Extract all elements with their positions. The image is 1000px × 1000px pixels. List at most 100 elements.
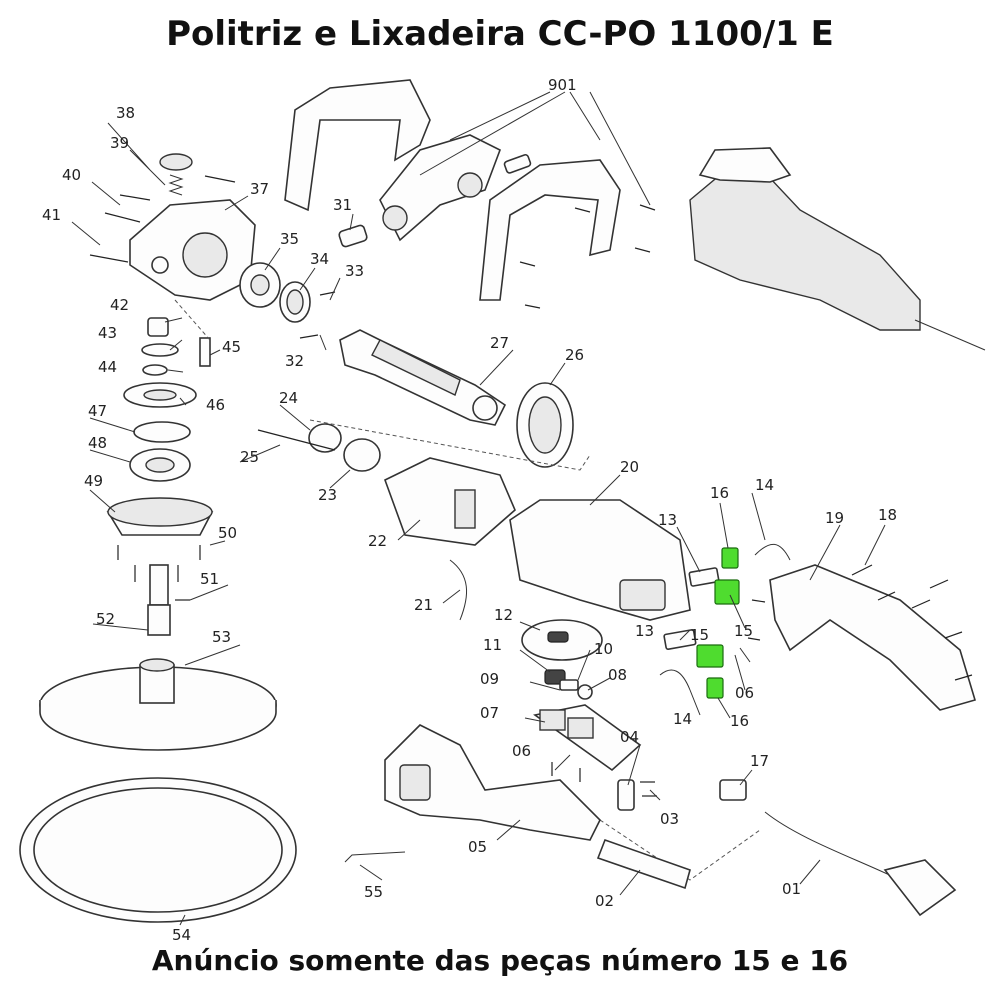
- label-20: 20: [620, 458, 639, 476]
- label-03: 03: [660, 810, 679, 828]
- label-09: 09: [480, 670, 499, 688]
- screws-901: [519, 204, 656, 309]
- cable-clamp-04: [617, 779, 635, 811]
- label-06a: 06: [735, 684, 754, 702]
- label-18: 18: [878, 506, 897, 524]
- carbon-brush-15b: [696, 644, 724, 668]
- motor-housing-20: [509, 499, 691, 621]
- label-15b: 15: [690, 626, 709, 644]
- stator-22: [384, 457, 516, 546]
- dashed-assembly-lines: [174, 299, 761, 881]
- label-02: 02: [595, 892, 614, 910]
- label-43: 43: [98, 324, 117, 342]
- label-35: 35: [280, 230, 299, 248]
- label-27: 27: [490, 334, 509, 352]
- label-33: 33: [345, 262, 364, 280]
- label-23: 23: [318, 486, 337, 504]
- screws-40-41: [89, 175, 236, 263]
- wire-21: [449, 559, 468, 621]
- label-14a: 14: [755, 476, 774, 494]
- label-51: 51: [200, 570, 219, 588]
- polishing-disc-54: [19, 777, 297, 923]
- button-38-39: [159, 153, 193, 196]
- label-08: 08: [608, 666, 627, 684]
- spring-14b: [659, 669, 691, 691]
- connector-17: [719, 779, 747, 801]
- label-41: 41: [42, 206, 61, 224]
- switch-board-07: [533, 704, 642, 772]
- label-17: 17: [750, 752, 769, 770]
- label-38: 38: [116, 104, 135, 122]
- label-39: 39: [110, 134, 129, 152]
- label-40: 40: [62, 166, 81, 184]
- label-48: 48: [88, 434, 107, 452]
- label-06b: 06: [512, 742, 531, 760]
- label-32: 32: [285, 352, 304, 370]
- label-31: 31: [333, 196, 352, 214]
- label-26: 26: [565, 346, 584, 364]
- diagram-title: Politriz e Lixadeira CC-PO 1100/1 E: [166, 14, 834, 54]
- part-labels: 901 38 39 40 41 37 35 34 33 31 32 42 43 …: [42, 76, 897, 944]
- bearings-23-24-25: [257, 423, 381, 472]
- rear-handle-19: [769, 564, 976, 711]
- label-14b: 14: [673, 710, 692, 728]
- label-55: 55: [364, 883, 383, 901]
- fan-26: [516, 382, 574, 468]
- handle-901-a: [284, 79, 431, 212]
- label-07: 07: [480, 704, 499, 722]
- hex-key-55: [344, 851, 406, 863]
- label-46: 46: [206, 396, 225, 414]
- power-cord-01: [764, 811, 957, 917]
- label-16a: 16: [710, 484, 729, 502]
- switch-parts-08-11: [544, 669, 593, 700]
- label-44: 44: [98, 358, 117, 376]
- label-47: 47: [88, 402, 107, 420]
- label-05: 05: [468, 838, 487, 856]
- carbon-brush-16b: [706, 677, 724, 699]
- carbon-brush-16a: [721, 547, 739, 569]
- assembled-tool-preview: [689, 147, 986, 351]
- spindle-stack: [106, 317, 214, 636]
- cable-sleeve-02: [596, 838, 691, 890]
- label-52: 52: [96, 610, 115, 628]
- label-04: 04: [620, 728, 639, 746]
- label-13b: 13: [635, 622, 654, 640]
- label-37: 37: [250, 180, 269, 198]
- label-34: 34: [310, 250, 329, 268]
- spring-14a: [754, 543, 791, 561]
- label-13a: 13: [658, 511, 677, 529]
- ring-34-33-32: [279, 281, 336, 339]
- leader-lines: [71, 91, 886, 926]
- label-01: 01: [782, 880, 801, 898]
- label-15a: 15: [734, 622, 753, 640]
- label-19: 19: [825, 509, 844, 527]
- bearing-35: [239, 262, 281, 308]
- footer-note: Anúncio somente das peças número 15 e 16: [151, 944, 849, 977]
- carbon-brush-15a: [714, 579, 740, 605]
- label-16b: 16: [730, 712, 749, 730]
- label-24: 24: [279, 389, 298, 407]
- label-45: 45: [222, 338, 241, 356]
- label-901: 901: [548, 76, 577, 94]
- label-42: 42: [110, 296, 129, 314]
- label-22: 22: [368, 532, 387, 550]
- switch-cover-12: [521, 619, 603, 661]
- label-49: 49: [84, 472, 103, 490]
- label-10: 10: [594, 640, 613, 658]
- front-handle-05: [384, 724, 601, 841]
- handle-901-b: [379, 134, 532, 242]
- backing-pad-53: [39, 658, 277, 751]
- label-21: 21: [414, 596, 433, 614]
- label-12: 12: [494, 606, 513, 624]
- label-11: 11: [483, 636, 502, 654]
- armature-27: [339, 329, 507, 426]
- bushing-31: [338, 224, 368, 248]
- label-25: 25: [240, 448, 259, 466]
- gear-housing-37: [129, 199, 256, 301]
- brush-holder-13a: [688, 567, 720, 587]
- label-53: 53: [212, 628, 231, 646]
- handle-901-c: [479, 159, 621, 301]
- label-54: 54: [172, 926, 191, 944]
- screws-03-06: [551, 599, 766, 797]
